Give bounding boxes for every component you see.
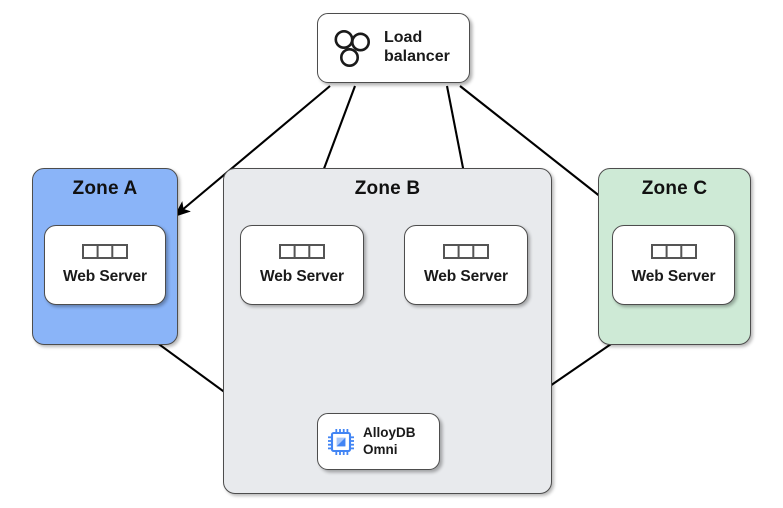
zone-a-label: Zone A xyxy=(72,178,138,199)
server-rack-icon xyxy=(279,244,325,259)
zone-a-web-server-label: Web Server xyxy=(62,268,147,285)
zone-a-web-server-node[interactable]: Web Server xyxy=(44,225,166,305)
server-rack-icon xyxy=(82,244,128,259)
zone-b-label: Zone B xyxy=(354,178,421,199)
zone-c-web-server-node[interactable]: Web Server xyxy=(612,225,735,305)
alloydb-omni-label-line2: Omni xyxy=(363,441,398,457)
load-balancer-node[interactable]: Load balancer xyxy=(317,13,470,83)
load-balancer-label-line1: Load xyxy=(384,29,423,47)
alloydb-omni-label: AlloyDB Omni xyxy=(363,425,416,457)
load-balancer-label-line2: balancer xyxy=(384,48,450,65)
zone-c-label: Zone C xyxy=(641,178,708,199)
load-balancer-circles-icon xyxy=(334,30,370,67)
cpu-chip-icon xyxy=(328,428,354,455)
zone-b-web-server-2-label: Web Server xyxy=(423,268,508,285)
server-rack-icon xyxy=(650,244,697,259)
zone-b-web-server-1-label: Web Server xyxy=(259,268,344,285)
load-balancer-label: Load balancer xyxy=(384,29,450,67)
zone-c-web-server-label: Web Server xyxy=(631,268,716,285)
zone-b-web-server-1-node[interactable]: Web Server xyxy=(240,225,364,305)
server-rack-icon xyxy=(443,244,489,259)
alloydb-omni-node[interactable]: AlloyDB Omni xyxy=(317,413,440,470)
zone-b-web-server-2-node[interactable]: Web Server xyxy=(404,225,528,305)
alloydb-omni-label-line1: AlloyDB xyxy=(363,425,416,441)
